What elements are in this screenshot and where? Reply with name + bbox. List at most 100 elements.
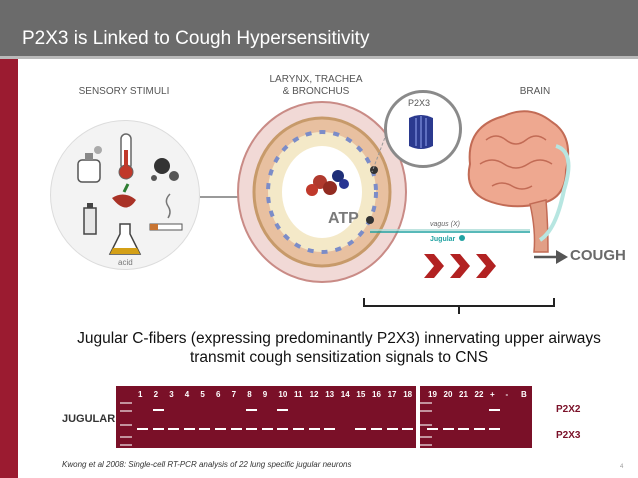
gene-label-p2x3: P2X3 [556, 430, 581, 441]
lane-number: + [490, 390, 495, 399]
pepper-icon [112, 183, 136, 208]
larynx-label-line2: & BRONCHUS [282, 86, 350, 97]
flask-icon [108, 223, 142, 255]
p2x3-band [458, 428, 469, 430]
p2x3-band [261, 428, 273, 430]
caption-line-1: Jugular C-fibers (expressing predominant… [77, 330, 601, 347]
ladder-band [420, 410, 432, 412]
lane-number: 18 [403, 390, 413, 399]
inset-connector [371, 123, 391, 173]
lane-number: 11 [294, 390, 303, 399]
p2x3-band [215, 428, 226, 430]
stimuli-icons [77, 133, 183, 255]
receptor-dot [366, 216, 374, 224]
larynx-label-line1: LARYNX, TRACHEA [269, 74, 363, 85]
ladder-band [420, 402, 432, 404]
lane-number: 19 [428, 390, 437, 399]
p2x3-band [371, 428, 382, 430]
p2x3-band [277, 428, 289, 430]
p2x3-inset-circle [384, 90, 462, 168]
lane-number: 6 [216, 390, 221, 399]
p2x3-band [355, 428, 367, 430]
lane-number: 13 [325, 390, 335, 399]
sensory-stimuli-label: SENSORY STIMULI [78, 86, 170, 97]
spray-can-icon [83, 203, 97, 235]
p2x3-band [308, 428, 320, 430]
p2x3-receptor-icon [409, 115, 433, 149]
p2x3-band [402, 428, 414, 430]
atp-molecule [306, 170, 349, 196]
jugular-nerve-path [370, 229, 530, 241]
germs-icon [151, 158, 179, 181]
lane-number: 17 [387, 390, 397, 399]
lane-number: 22 [474, 390, 484, 399]
lane-number: 8 [247, 390, 252, 399]
lane-number: 7 [231, 390, 237, 399]
p2x3-band [246, 428, 258, 430]
lane-number: 9 [262, 390, 268, 399]
lane-number: 15 [356, 390, 366, 399]
gel-panel-left [116, 386, 416, 448]
caption-line-2: transmit cough sensitization signals to … [189, 349, 489, 366]
p2x2-band [246, 409, 258, 411]
gel-row-label: JUGULAR [62, 413, 116, 425]
chevron-icon-2 [450, 254, 470, 278]
citation: Kwong et al 2008: Single-cell RT-PCR ana… [62, 460, 352, 469]
ladder-band [120, 436, 132, 438]
p2x3-band [137, 428, 148, 430]
lane-number: B [521, 390, 527, 399]
header-divider [0, 56, 638, 59]
chevron-icon-1 [424, 254, 444, 278]
chevron-icon-3 [476, 254, 496, 278]
p2x3-band [168, 428, 180, 430]
perfume-bottle-icon [77, 146, 102, 183]
lane-number: 4 [184, 390, 190, 399]
lane-number: 14 [340, 390, 350, 399]
gene-label-p2x2: P2X2 [556, 404, 581, 415]
caption: Jugular C-fibers (expressing predominant… [40, 329, 638, 367]
p2x3-band [386, 428, 398, 430]
p2x3-band [230, 428, 242, 430]
ladder-band [120, 410, 132, 412]
jugular-label: Jugular [430, 236, 456, 243]
p2x2-band [152, 409, 164, 411]
p2x3-band [427, 428, 438, 430]
p2x2-band [277, 409, 289, 411]
p2x2-band [489, 409, 500, 411]
ladder-band [420, 436, 432, 438]
p2x3-inset-label: P2X3 [408, 98, 431, 108]
ladder-band [120, 444, 132, 446]
lane-number: 3 [169, 390, 174, 399]
airway-cross-section [237, 101, 407, 283]
bracket [363, 298, 555, 314]
p2x3-band [324, 428, 336, 430]
page-number: 4 [620, 464, 624, 470]
cough-arrow [534, 250, 568, 264]
p2x3-band [152, 428, 164, 430]
lane-number: - [505, 390, 509, 399]
lane-number: 5 [200, 390, 205, 399]
ladder-band [420, 444, 432, 446]
p2x3-band [183, 428, 195, 430]
vagus-label: vagus (X) [430, 221, 460, 228]
brain-illustration [467, 110, 571, 253]
cigarette-icon [149, 193, 183, 231]
header-bar [0, 0, 638, 56]
atp-label: ATP [328, 210, 359, 227]
p2x3-band [199, 428, 211, 430]
ladder-band [120, 402, 132, 404]
slide-title: P2X3 is Linked to Cough Hypersensitivity [22, 28, 370, 49]
cough-label: COUGH [570, 247, 626, 264]
gel-panel-right [420, 386, 532, 448]
lane-number: 20 [443, 390, 453, 399]
p2x3-band [489, 428, 500, 430]
lane-number: 10 [278, 390, 288, 399]
lane-number: 1 [138, 390, 143, 399]
signal-chevrons [424, 254, 496, 278]
p2x3-band [473, 428, 485, 430]
lane-number: 2 [153, 390, 159, 399]
p2x3-band [293, 428, 304, 430]
lane-number: 21 [459, 390, 468, 399]
acid-label: acid [118, 258, 133, 267]
accent-sidebar [0, 59, 18, 478]
